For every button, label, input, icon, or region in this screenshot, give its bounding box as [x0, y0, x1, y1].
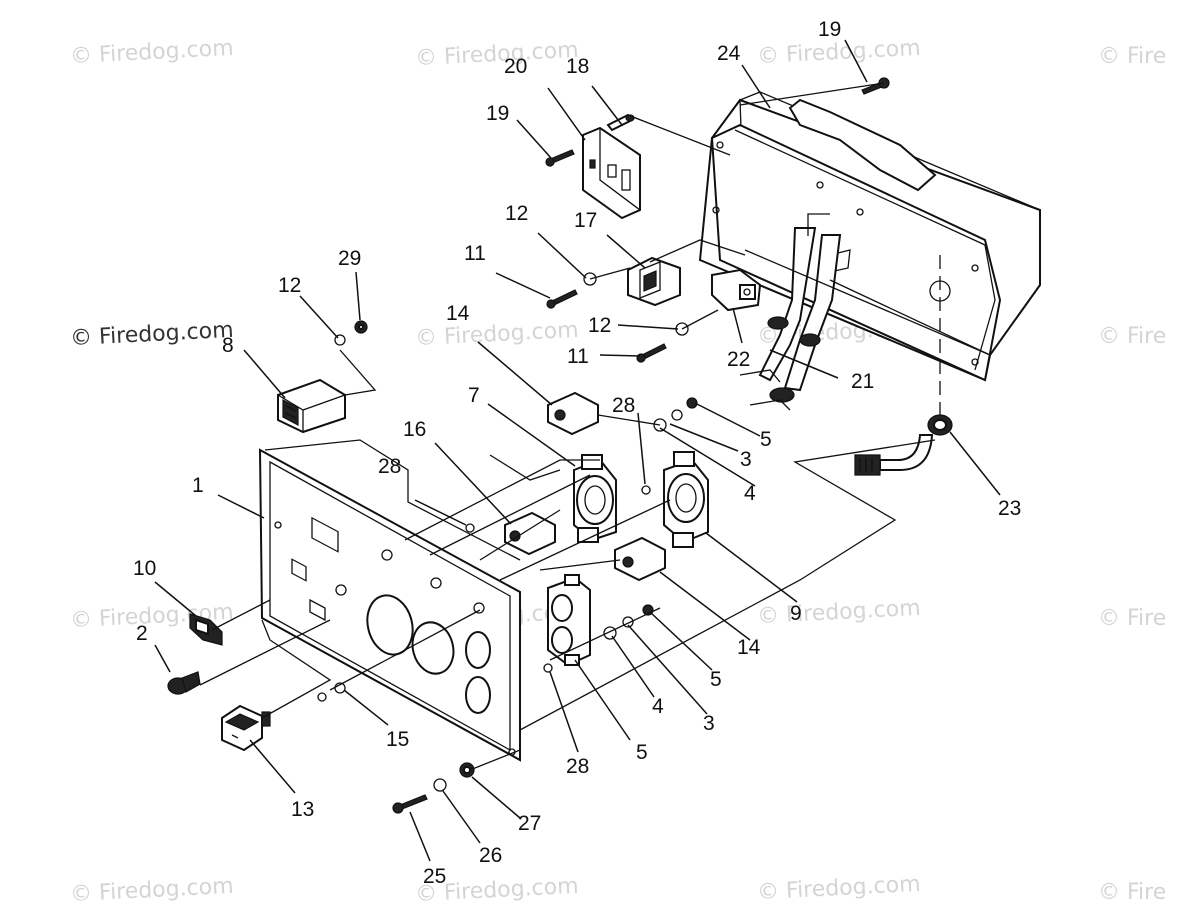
- callout-5: 5: [760, 428, 772, 451]
- screw-11-lower: [636, 343, 667, 363]
- callout-26: 26: [479, 844, 502, 867]
- watermark-partial: © Fire: [1098, 606, 1167, 631]
- nut-29: [354, 320, 368, 334]
- callout-16: 16: [403, 418, 426, 441]
- callout-11: 11: [567, 345, 589, 368]
- screw-11-upper: [546, 289, 578, 309]
- callout-11: 11: [464, 242, 486, 265]
- washer-27: [459, 762, 475, 778]
- callout-1: 1: [192, 474, 204, 497]
- switch-module: [221, 704, 271, 752]
- washer-26: [433, 778, 447, 792]
- nut-28-c: [543, 663, 553, 673]
- callout-28: 28: [566, 755, 589, 778]
- callout-14: 14: [446, 302, 470, 325]
- callout-12: 12: [278, 274, 301, 297]
- callout-17: 17: [574, 209, 597, 232]
- callout-21: 21: [851, 370, 874, 393]
- assembly-lines: [199, 82, 991, 771]
- callout-12: 12: [588, 314, 611, 337]
- watermark-partial: © Fire: [1098, 44, 1167, 69]
- callout-7: 7: [468, 384, 480, 407]
- callout-2: 2: [136, 622, 148, 645]
- callout-29: 29: [338, 247, 361, 270]
- fuse-holder-14-lower: [614, 536, 666, 582]
- screw-25: [392, 794, 428, 814]
- callout-5: 5: [710, 668, 722, 691]
- callout-25: 25: [423, 865, 446, 888]
- lock-washer-12-a: [583, 272, 597, 286]
- connector-block: [277, 378, 346, 434]
- callout-13: 13: [291, 798, 314, 821]
- indicator-lamp: [167, 671, 201, 695]
- fuse-holder-16: [504, 511, 556, 556]
- callout-28: 28: [612, 394, 635, 417]
- rear-housing-box: [698, 91, 1041, 382]
- callout-3: 3: [740, 448, 752, 471]
- callout-19: 19: [818, 18, 841, 41]
- nut-28-b: [641, 485, 651, 495]
- nut-28-a: [465, 523, 475, 533]
- callout-27: 27: [518, 812, 541, 835]
- grommet-wire: [854, 255, 953, 476]
- callout-22: 22: [727, 348, 750, 371]
- mounting-bracket: [711, 268, 762, 312]
- callout-20: 20: [504, 55, 527, 78]
- callout-14: 14: [737, 636, 761, 659]
- callout-24: 24: [717, 42, 741, 65]
- wiring-harness: [739, 213, 842, 411]
- callout-8: 8: [222, 334, 234, 357]
- watermark-partial: © Fire: [1098, 880, 1167, 905]
- lock-washer-12-c: [334, 334, 346, 346]
- callout-10: 10: [133, 557, 156, 580]
- callout-4: 4: [744, 482, 756, 505]
- control-panel: [258, 448, 521, 762]
- callout-9: 9: [790, 602, 802, 625]
- fuse-holder-14-upper: [547, 391, 599, 436]
- duplex-receptacle: [547, 574, 591, 667]
- callout-3: 3: [703, 712, 715, 735]
- rocker-switch: [189, 613, 223, 646]
- twist-lock-receptacle-9: [663, 451, 709, 548]
- hardware-stack-upper: [653, 397, 698, 432]
- circuit-board: [582, 126, 641, 220]
- callout-15: 15: [386, 728, 409, 751]
- callout-23: 23: [998, 497, 1021, 520]
- callout-28: 28: [378, 455, 401, 478]
- watermark-partial: © Fire: [1098, 324, 1167, 349]
- leader-lines: [154, 39, 1001, 862]
- callout-5: 5: [636, 741, 648, 764]
- hardware-stack-lower: [603, 604, 654, 640]
- callout-19: 19: [486, 102, 509, 125]
- callout-18: 18: [566, 55, 589, 78]
- callout-labels: 1 2 3 3 4 4 5 5 5 7 8 9 10 11 11 12 12 1…: [133, 18, 1021, 888]
- circuit-breaker: [627, 256, 681, 307]
- panel-washer-15: [317, 682, 346, 702]
- twist-lock-receptacle-7: [573, 454, 617, 543]
- callout-12: 12: [505, 202, 528, 225]
- callout-4: 4: [652, 695, 664, 718]
